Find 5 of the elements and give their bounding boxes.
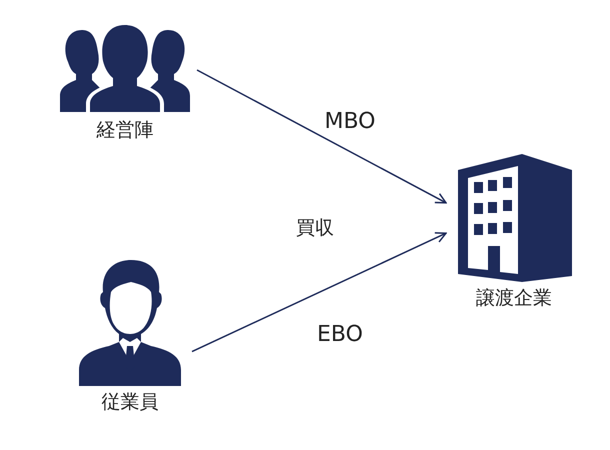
node-label: 従業員: [102, 390, 158, 414]
arrow: [196, 69, 447, 204]
arrow: [192, 232, 447, 352]
node-label: 譲渡企業: [476, 286, 552, 310]
node-label: 経営陣: [96, 118, 154, 142]
